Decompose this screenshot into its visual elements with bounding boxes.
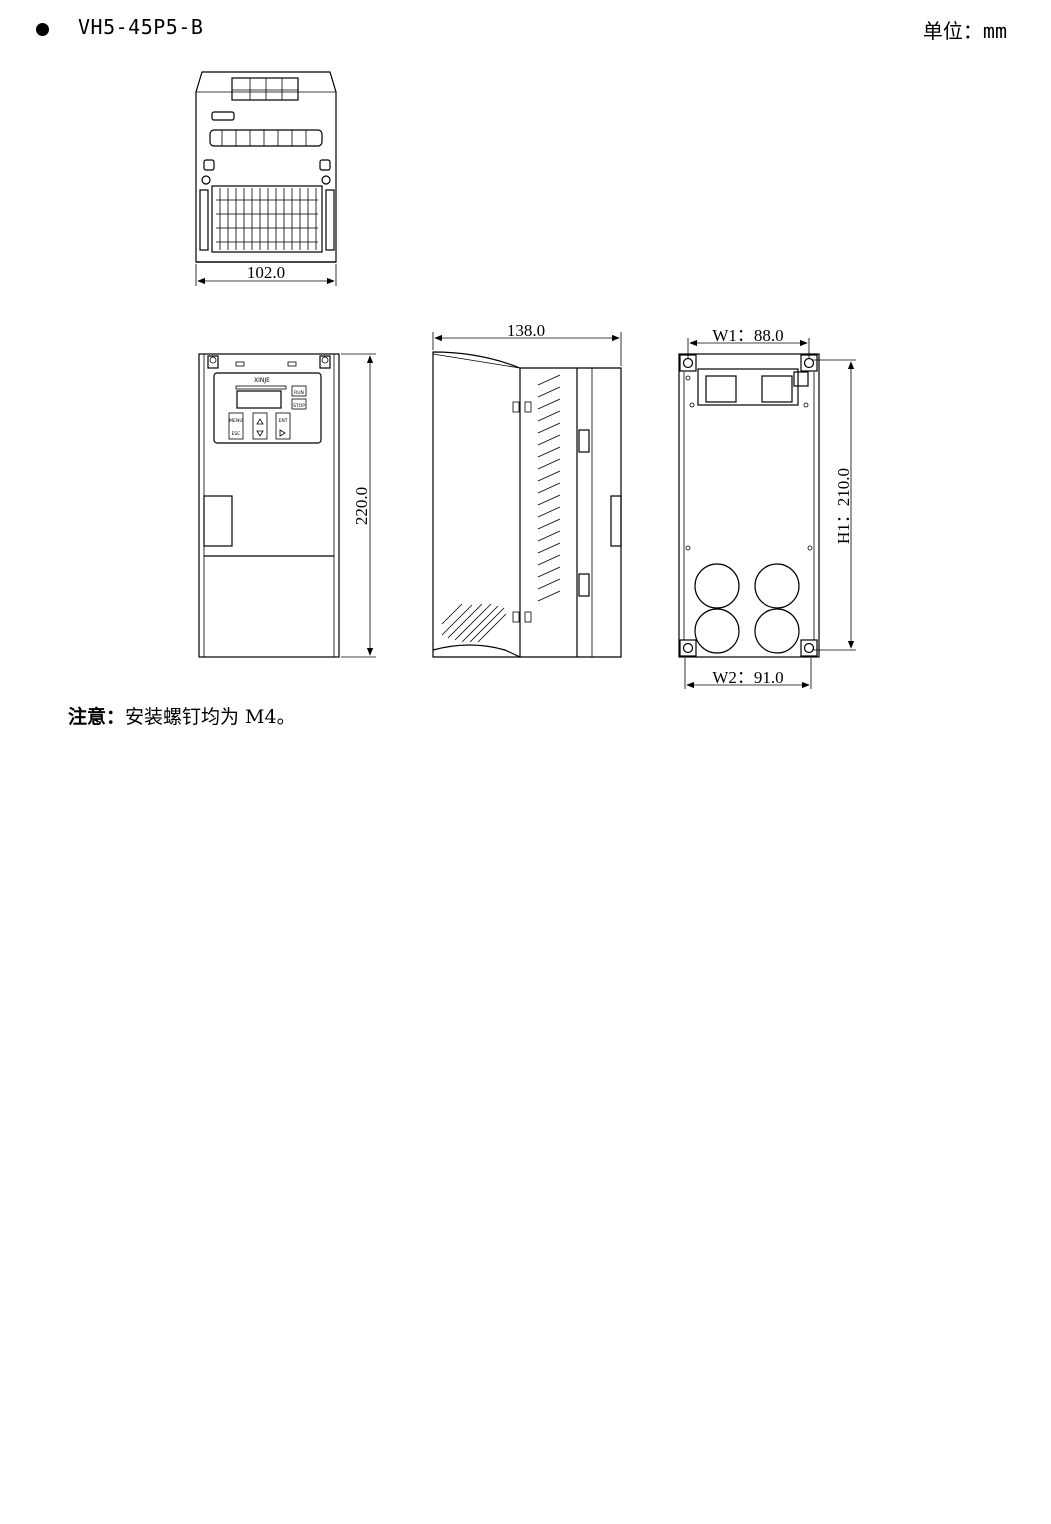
arrow-keys-icon	[256, 418, 286, 437]
front-view: XINJE RUN STOP MENU ESC ENT 220.0	[198, 353, 376, 658]
w2-label: W2：91.0	[712, 668, 783, 687]
side-view: 138.0	[432, 321, 622, 658]
esc-key: ESC	[232, 431, 241, 437]
top-view: 102.0	[195, 71, 337, 286]
w1-label: W1：88.0	[712, 326, 783, 345]
dimension-drawing: 102.0 XINJE RUN STOP MENU ESC ENT 220	[195, 71, 856, 689]
cable-gland-icon	[754, 563, 800, 609]
keypad-brand: XINJE	[254, 377, 270, 384]
note-label: 注意：	[68, 706, 126, 728]
top-width-label: 102.0	[247, 263, 285, 282]
depth-label: 138.0	[507, 321, 545, 340]
unit-label: 单位：mm	[922, 19, 1007, 43]
cable-gland-icon	[694, 563, 740, 609]
model-title: VH5-45P5-B	[78, 15, 204, 39]
note-text: 安装螺钉均为 M4。	[125, 706, 296, 728]
install-note: 注意：安装螺钉均为 M4。	[68, 702, 296, 729]
back-view: W1：88.0 W2：91.0 H1：210.0	[678, 326, 856, 689]
bullet-icon	[36, 23, 49, 36]
menu-key: MENU	[229, 418, 242, 424]
ent-key: ENT	[279, 418, 288, 424]
stop-key: STOP	[293, 403, 305, 409]
h1-label: H1：210.0	[834, 468, 853, 544]
cable-gland-icon	[754, 608, 800, 654]
height-label: 220.0	[352, 487, 371, 525]
cable-gland-icon	[694, 608, 740, 654]
run-key: RUN	[294, 390, 304, 396]
